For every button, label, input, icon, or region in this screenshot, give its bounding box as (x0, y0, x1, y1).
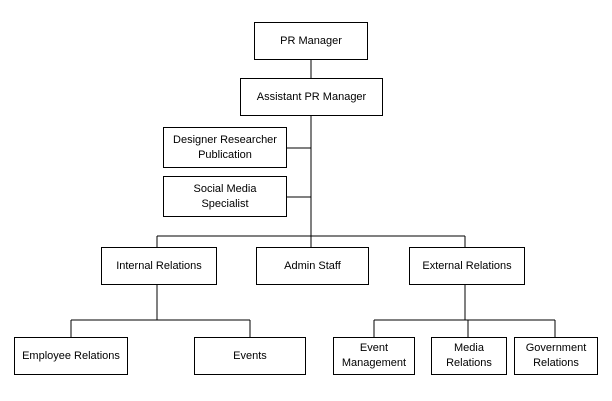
node-assistant-pr-manager: Assistant PR Manager (240, 78, 383, 116)
node-events: Events (194, 337, 306, 375)
node-event-management: Event Management (333, 337, 415, 375)
node-media-relations: Media Relations (431, 337, 507, 375)
node-employee-relations: Employee Relations (14, 337, 128, 375)
node-admin-staff: Admin Staff (256, 247, 369, 285)
node-government-relations: Government Relations (514, 337, 598, 375)
node-internal-relations: Internal Relations (101, 247, 217, 285)
node-external-relations: External Relations (409, 247, 525, 285)
node-pr-manager: PR Manager (254, 22, 368, 60)
node-social-media-specialist: Social Media Specialist (163, 176, 287, 217)
node-designer-researcher-publication: Designer Researcher Publication (163, 127, 287, 168)
